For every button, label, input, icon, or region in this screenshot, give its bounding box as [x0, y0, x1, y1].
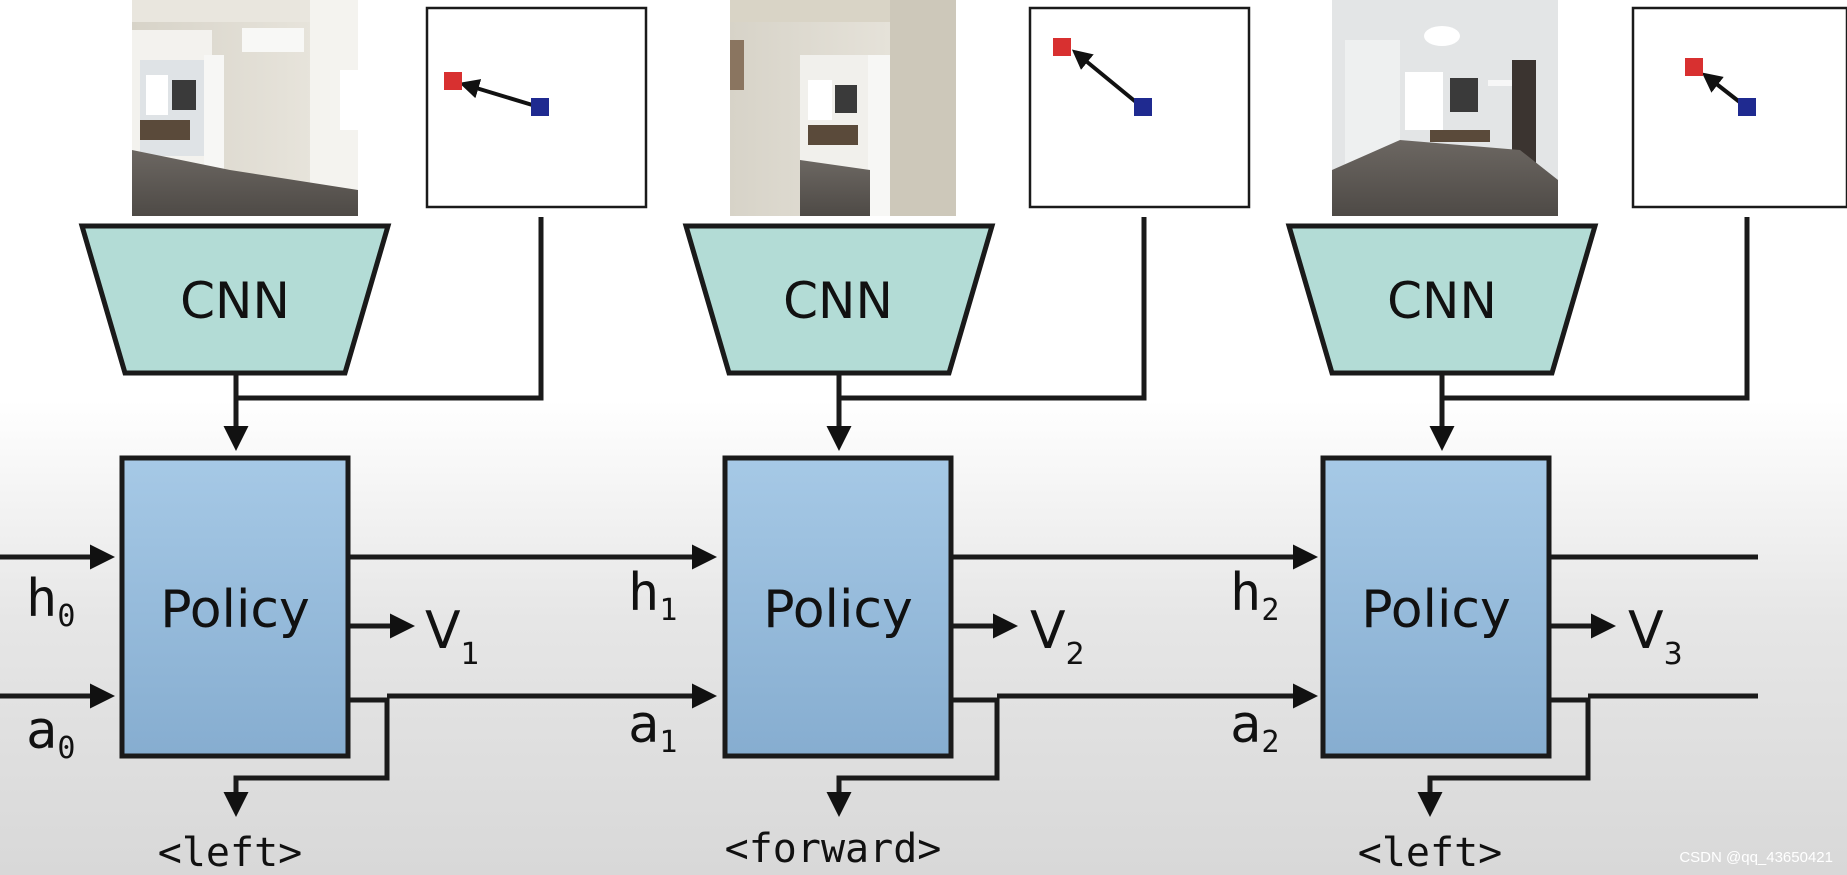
- cnn-label: CNN: [783, 272, 893, 330]
- observation-image-0: [132, 0, 358, 216]
- hidden-state-label-1: h1: [628, 563, 677, 628]
- cnn-label: CNN: [1387, 272, 1497, 330]
- cnn-block-2: [1285, 223, 1599, 376]
- action-label-2: a2: [1230, 695, 1279, 760]
- policy-label: Policy: [160, 580, 310, 640]
- value-label-2: V3: [1628, 601, 1683, 672]
- goal-marker: [444, 72, 462, 90]
- goal-marker: [1685, 58, 1703, 76]
- policy-label: Policy: [1361, 580, 1511, 640]
- goal-map-0: [425, 6, 648, 209]
- agent-marker: [531, 98, 549, 116]
- output-action-2: <left>: [1358, 830, 1503, 875]
- value-label-0: V1: [425, 601, 480, 672]
- output-action-0: <left>: [158, 830, 303, 875]
- action-label-1: a1: [628, 695, 677, 760]
- cnn-label: CNN: [180, 272, 290, 330]
- observation-image-2: [1332, 0, 1558, 216]
- map-connector-0: [236, 217, 544, 401]
- action-label-0: a0: [26, 701, 75, 766]
- agent-marker: [1134, 98, 1152, 116]
- goal-map-1: [1028, 6, 1251, 209]
- hidden-state-label-0: h0: [26, 569, 75, 634]
- policy-block-0: [119, 455, 351, 759]
- agent-marker: [1738, 98, 1756, 116]
- goal-map-2: [1631, 6, 1847, 209]
- map-connector-2: [1442, 217, 1750, 401]
- value-label-1: V2: [1030, 601, 1085, 672]
- policy-label: Policy: [763, 580, 913, 640]
- action-output-arrow-2: [1417, 697, 1591, 817]
- step-1: CNN Policy h1 a1 V2 <forward>: [628, 0, 1251, 872]
- step-0: CNN Policy h0 a0 V1 <left>: [0, 0, 648, 875]
- goal-marker: [1053, 38, 1071, 56]
- step-2: CNN Policy h2 a2 V3 <left>: [1230, 0, 1847, 875]
- output-action-1: <forward>: [725, 826, 942, 872]
- observation-image-1: [730, 0, 956, 216]
- policy-block-1: [722, 455, 954, 759]
- cnn-block-0: [78, 223, 392, 376]
- action-output-arrow-1: [826, 697, 1000, 817]
- action-output-arrow-0: [223, 697, 390, 817]
- map-connector-1: [839, 217, 1147, 401]
- policy-block-2: [1320, 455, 1552, 759]
- hidden-state-label-2: h2: [1230, 563, 1279, 628]
- cnn-block-1: [682, 223, 996, 376]
- watermark: CSDN @qq_43650421: [1679, 849, 1833, 866]
